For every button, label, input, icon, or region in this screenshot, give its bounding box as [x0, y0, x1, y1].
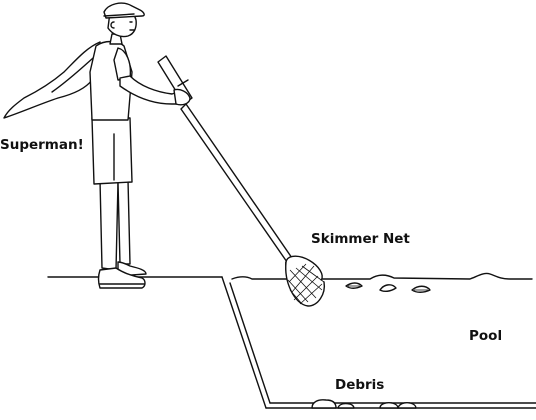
skimmer-net-bag [285, 261, 325, 307]
cape [3, 41, 101, 119]
ear [110, 21, 115, 29]
person-with-cape-icon [3, 2, 191, 289]
left-leg [99, 179, 119, 271]
debris-leaf [411, 285, 431, 293]
debris-leaf [345, 282, 363, 289]
pool-structure [47, 276, 536, 409]
floating-debris [345, 282, 431, 293]
water-surface [231, 272, 533, 280]
sleeve [113, 47, 132, 81]
debris-rock [379, 402, 399, 409]
shorts [91, 117, 133, 185]
hand [173, 88, 191, 106]
debris-rock [311, 399, 337, 409]
pool-left-wall [221, 276, 267, 409]
skimmer-pole [180, 103, 293, 263]
net-mesh [287, 263, 325, 305]
pool-label: Pool [469, 328, 503, 344]
pool-wall-inner-line [229, 282, 271, 404]
skimmer-grip-band [177, 79, 189, 87]
shoe-front [97, 267, 146, 289]
skimmer-net-label: Skimmer Net [311, 231, 410, 247]
debris-rock [337, 402, 355, 409]
floor-debris [311, 399, 417, 409]
debris-rock [397, 402, 417, 409]
right-leg [117, 179, 131, 265]
water-line [231, 272, 533, 280]
skimmer-net-icon [157, 55, 325, 307]
debris-label: Debris [335, 377, 385, 393]
debris-leaf [379, 284, 397, 293]
person-label: Superman! [0, 137, 84, 153]
